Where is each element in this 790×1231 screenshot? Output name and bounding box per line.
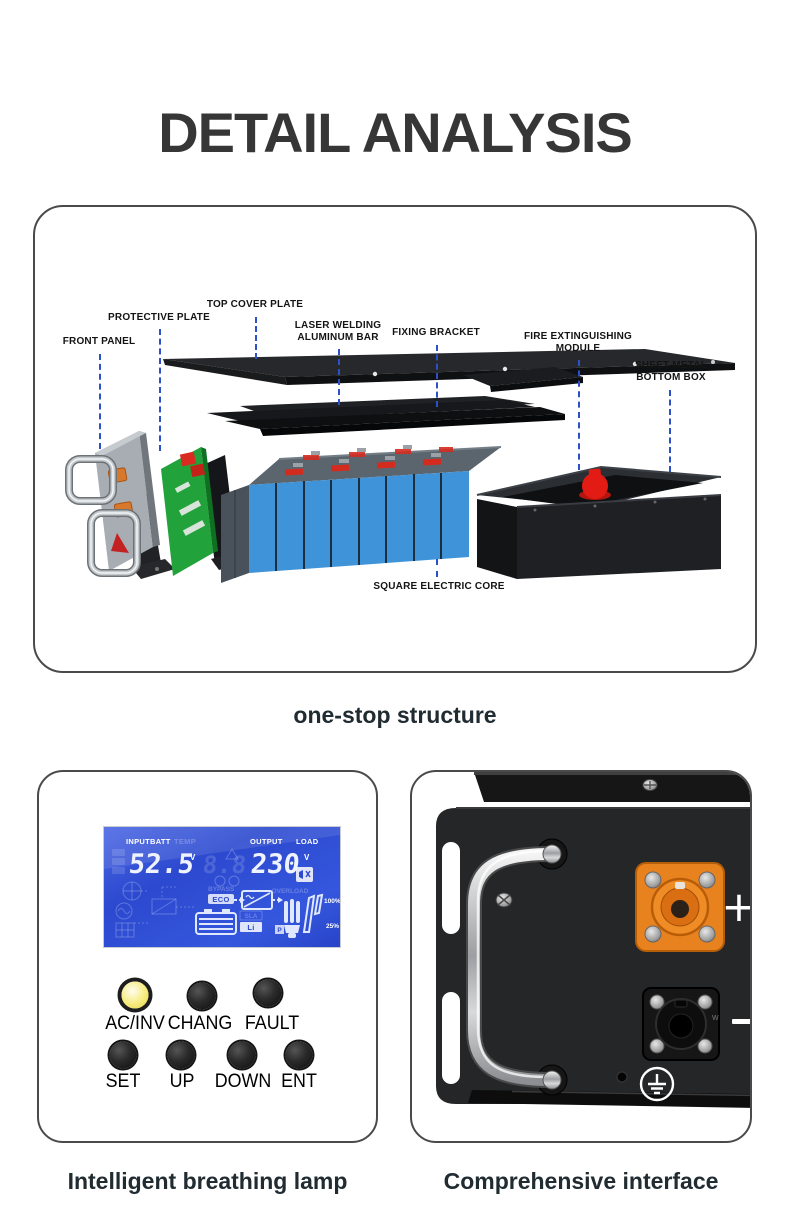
plus-sign: + bbox=[721, 882, 752, 931]
cell-terminals bbox=[293, 445, 441, 467]
case-top bbox=[474, 772, 750, 802]
interface-caption: Comprehensive interface bbox=[443, 1168, 719, 1194]
mount-slot-bottom bbox=[442, 992, 460, 1084]
leader-fire-module bbox=[578, 360, 580, 470]
label-front-panel: FRONT PANEL bbox=[62, 336, 136, 347]
lcd-faint-segments bbox=[112, 849, 125, 874]
mute-icon bbox=[296, 867, 313, 882]
display-card: INPUTBATT TEMP OUTPUT LOAD 52.5 V 8.8 23… bbox=[37, 770, 378, 1143]
led-chang bbox=[188, 982, 216, 1010]
minus-sign bbox=[732, 1019, 750, 1024]
label-square-core: SQUARE ELECTRIC CORE bbox=[373, 581, 505, 592]
lcd-input-label: INPUTBATT bbox=[126, 837, 171, 846]
label-fixing-bracket: FIXING BRACKET bbox=[392, 327, 480, 338]
button-ent bbox=[285, 1041, 313, 1069]
charger-icon bbox=[151, 898, 177, 915]
lcd-temp-label: TEMP bbox=[174, 837, 196, 846]
laser-welding-bar-part bbox=[207, 396, 565, 436]
lcd-graphics: INPUTBATT TEMP OUTPUT LOAD 52.5 V 8.8 23… bbox=[104, 827, 341, 947]
svg-text:W: W bbox=[712, 1015, 719, 1022]
led-label-chang: CHANG bbox=[167, 1013, 233, 1034]
busbar-straps bbox=[284, 447, 453, 476]
load-bottom-label: 25% bbox=[326, 923, 339, 930]
label-laser-welding: LASER WELDING ALUMINUM BAR bbox=[294, 320, 382, 343]
structure-caption: one-stop structure bbox=[293, 702, 497, 728]
lcd-output-unit: V bbox=[304, 853, 310, 862]
button-set bbox=[109, 1041, 137, 1069]
button-label-ent: ENT bbox=[281, 1071, 317, 1092]
leader-front-panel bbox=[99, 354, 101, 449]
positive-terminal bbox=[635, 862, 725, 952]
warning-icon bbox=[225, 848, 239, 860]
top-screw bbox=[642, 779, 658, 791]
handle-bottom bbox=[87, 509, 141, 577]
fire-extinguishing-module-part bbox=[579, 468, 611, 500]
li-label: Li bbox=[247, 923, 254, 932]
leader-sheet-metal bbox=[669, 390, 671, 472]
leader-top-cover-plate bbox=[255, 317, 257, 359]
display-caption: Intelligent breathing lamp bbox=[67, 1168, 348, 1194]
grid-icon bbox=[115, 902, 133, 920]
exploded-diagram bbox=[65, 349, 735, 583]
li-badge bbox=[240, 922, 262, 932]
cross-icon bbox=[228, 875, 240, 887]
leader-fixing-bracket bbox=[436, 345, 438, 407]
label-protective-plate: PROTECTIVE PLATE bbox=[108, 312, 210, 323]
sla-label: SLA bbox=[245, 913, 258, 920]
lamp-icon bbox=[284, 899, 300, 938]
led-fault bbox=[254, 979, 282, 1007]
handle-top bbox=[65, 455, 117, 505]
mount-slot-top bbox=[442, 842, 460, 934]
sla-badge bbox=[239, 910, 263, 921]
leader-square-core bbox=[436, 559, 438, 577]
load-top-label: 100% bbox=[324, 898, 340, 905]
page-title: DETAIL ANALYSIS bbox=[158, 100, 633, 164]
led-label-ac-inv: AC/INV bbox=[105, 1013, 165, 1034]
button-label-down: DOWN bbox=[214, 1071, 272, 1092]
p-label: P bbox=[277, 927, 282, 934]
p-badge bbox=[275, 925, 284, 934]
led-ac-inv bbox=[121, 981, 149, 1009]
solar-icon bbox=[115, 922, 135, 938]
check-icon bbox=[214, 875, 226, 887]
lcd-input-value: 52.5 bbox=[127, 849, 195, 880]
interface-card: + W bbox=[410, 770, 752, 1143]
fan-icon bbox=[122, 881, 142, 901]
button-down bbox=[228, 1041, 256, 1069]
ground-symbol bbox=[639, 1066, 675, 1102]
structure-card: FRONT PANEL PROTECTIVE PLATE TOP COVER P… bbox=[33, 205, 757, 673]
interface-panel: + W bbox=[436, 772, 752, 1108]
label-top-cover-plate: TOP COVER PLATE bbox=[206, 299, 304, 310]
lcd-output-label: OUTPUT bbox=[250, 837, 283, 846]
fixing-bracket-part bbox=[463, 367, 583, 392]
label-sheet-metal: SHEET METAL BOTTOM BOX bbox=[634, 360, 708, 383]
eco-label: ECO bbox=[212, 895, 229, 904]
lcd-center-faint: 8.8 bbox=[201, 851, 247, 879]
square-electric-core-part bbox=[221, 445, 502, 583]
lcd-output-value: 230 bbox=[249, 849, 301, 880]
leader-laser-welding bbox=[338, 349, 340, 405]
button-up bbox=[167, 1041, 195, 1069]
label-fire-module: FIRE EXTINGUISHING MODULE bbox=[523, 331, 633, 354]
load-bar-icon bbox=[302, 893, 324, 933]
leader-protective-plate bbox=[159, 329, 161, 451]
negative-terminal: W bbox=[642, 987, 720, 1061]
led-label-fault: FAULT bbox=[244, 1013, 300, 1034]
lcd-overload-label: OVERLOAD bbox=[272, 888, 309, 895]
button-label-set: SET bbox=[105, 1071, 141, 1092]
lcd-input-unit: V bbox=[190, 853, 196, 862]
front-panel-part bbox=[65, 431, 175, 579]
lcd-bypass-label: BYPASS bbox=[208, 886, 235, 893]
lcd-load-label: LOAD bbox=[296, 837, 319, 846]
battery-icon bbox=[195, 909, 237, 935]
eco-badge bbox=[208, 894, 234, 904]
indicator-hole bbox=[616, 1071, 628, 1083]
button-label-up: UP bbox=[169, 1071, 195, 1092]
panel-screw bbox=[495, 892, 513, 908]
bottom-box-part bbox=[476, 465, 722, 579]
lcd-screen: INPUTBATT TEMP OUTPUT LOAD 52.5 V 8.8 23… bbox=[104, 827, 341, 947]
handle bbox=[466, 838, 568, 1096]
